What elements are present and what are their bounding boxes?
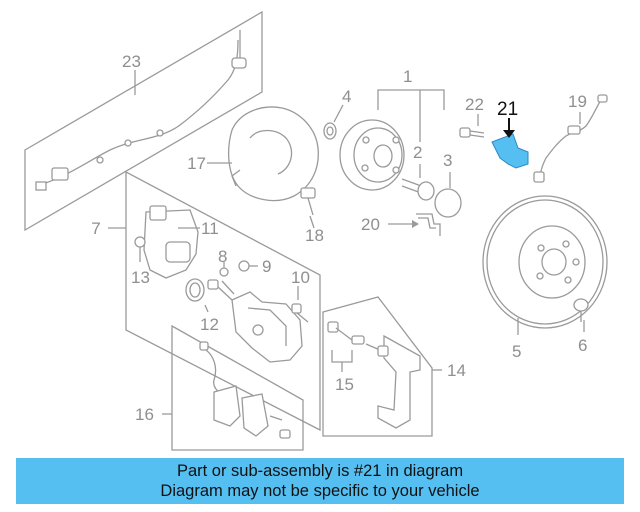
callout-16: 16: [135, 405, 154, 424]
part-22-sensor-bolt: [459, 114, 485, 138]
callout-7: 7: [91, 219, 100, 238]
part-21-abs-sensor: [491, 118, 529, 169]
callout-22: 22: [465, 95, 484, 114]
part-20-clip: [388, 213, 441, 236]
callout-13: 13: [131, 268, 150, 287]
part-5-brake-disc: [482, 195, 608, 335]
part-15-guide-pins: [327, 321, 389, 372]
part-2-hub-bolt: [401, 164, 435, 201]
callout-9: 9: [262, 257, 271, 276]
part-4-dust-ring: [323, 104, 344, 140]
part-3-hub-cap: [434, 172, 462, 218]
callout-18: 18: [305, 226, 324, 245]
part-17-splash-shield: [207, 106, 319, 202]
callout-20: 20: [361, 215, 380, 234]
part-11-caliper-housing: [143, 205, 200, 279]
part-19-brake-hose: [533, 94, 608, 183]
exploded-parts-diagram: 23 17 4 18 1 2: [24, 10, 608, 451]
caliper-carrier: [231, 291, 303, 363]
callout-11: 11: [201, 219, 219, 238]
part-23-sensor-cable-panel: [24, 10, 263, 232]
callout-10: 10: [291, 268, 310, 287]
callout-17: 17: [187, 154, 206, 173]
callout-2: 2: [413, 143, 422, 162]
part-7-caliper-panel: [108, 170, 321, 432]
part-9-dust-cap: [238, 260, 258, 272]
banner-line-part-number: Part or sub-assembly is #21 in diagram: [176, 462, 464, 480]
callout-5: 5: [512, 342, 521, 361]
part-1-wheel-hub: [339, 89, 445, 191]
callout-15: 15: [335, 375, 354, 394]
part-18-bolt: [300, 187, 316, 229]
callout-8: 8: [218, 247, 227, 266]
callout-1: 1: [403, 67, 412, 86]
part-14-carrier-bracket-panel: [322, 296, 442, 437]
callout-6: 6: [578, 336, 587, 355]
callout-19: 19: [568, 92, 587, 111]
part-8-guide-bolt: [207, 262, 235, 301]
part-13-bleeder: [134, 236, 146, 262]
part-12-seal-ring: [185, 278, 209, 313]
part-6-disc-screw: [573, 298, 589, 332]
callout-12: 12: [200, 315, 219, 334]
part-10-carrier-bolt: [291, 286, 309, 323]
info-banner: Part or sub-assembly is #21 in diagram D…: [16, 458, 624, 504]
banner-line-disclaimer: Diagram may not be specific to your vehi…: [160, 482, 480, 500]
callout-14: 14: [447, 361, 466, 380]
callout-21-highlighted: 21: [497, 99, 518, 120]
callout-3: 3: [443, 151, 452, 170]
callout-23: 23: [122, 52, 141, 71]
part-16-brake-pads-panel: [162, 324, 304, 451]
callout-4: 4: [342, 87, 351, 106]
